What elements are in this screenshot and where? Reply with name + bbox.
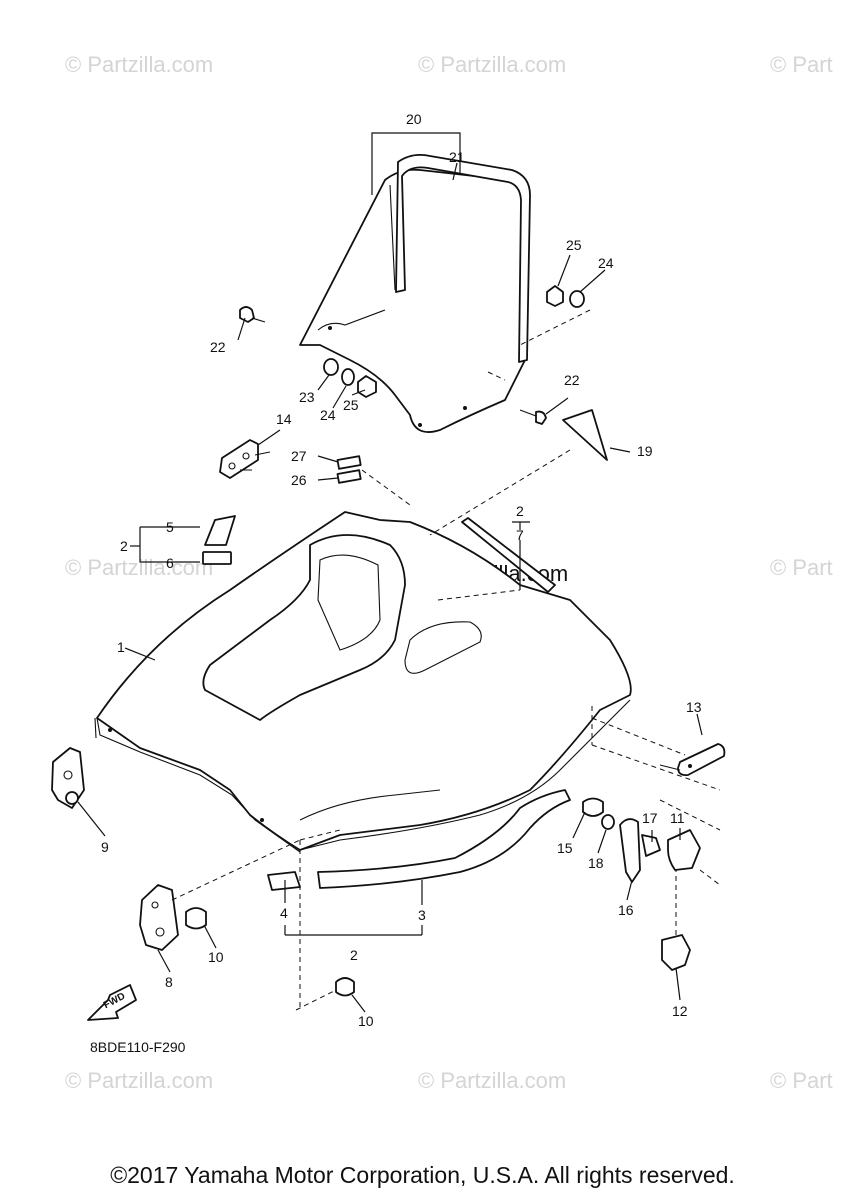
callout-24: 24 bbox=[598, 255, 614, 271]
watermark: © Partzilla.com bbox=[418, 1068, 566, 1093]
hood-part bbox=[94, 511, 632, 853]
strip-7-part bbox=[461, 517, 556, 593]
callout-19: 19 bbox=[637, 443, 653, 459]
callout-8: 8 bbox=[165, 974, 173, 990]
callout-12: 12 bbox=[672, 1003, 688, 1019]
callout-6: 6 bbox=[166, 555, 174, 571]
callout-2: 2 bbox=[120, 538, 128, 554]
hinge-parts bbox=[582, 743, 726, 971]
callout-13: 13 bbox=[686, 699, 702, 715]
callout-22: 22 bbox=[210, 339, 226, 355]
callout-14: 14 bbox=[276, 411, 292, 427]
diagram-code: 8BDE110-F290 bbox=[90, 1039, 186, 1055]
callout-25: 25 bbox=[343, 397, 359, 413]
watermark: © Part bbox=[770, 1068, 833, 1093]
callout-20: 20 bbox=[406, 111, 422, 127]
labels-26-27-part bbox=[336, 455, 362, 484]
sticker-19-part bbox=[562, 409, 608, 461]
trim-strip-part bbox=[267, 789, 571, 891]
callout-21: 21 bbox=[449, 149, 465, 165]
callout-18: 18 bbox=[588, 855, 604, 871]
callout-26: 26 bbox=[291, 472, 307, 488]
watermark: © Partzilla.com bbox=[65, 52, 213, 77]
watermark: © Partzilla.com bbox=[418, 52, 566, 77]
windshield-part bbox=[299, 153, 531, 433]
callout-3: 3 bbox=[418, 907, 426, 923]
leader-lines bbox=[77, 132, 721, 1013]
callout-24: 24 bbox=[320, 407, 336, 423]
watermark: © Part bbox=[770, 52, 833, 77]
watermark: © Partzilla.com bbox=[65, 1068, 213, 1093]
callout-2: 2 bbox=[516, 503, 524, 519]
callout-25: 25 bbox=[566, 237, 582, 253]
callout-4: 4 bbox=[280, 905, 288, 921]
callout-11: 11 bbox=[670, 810, 685, 826]
callout-22: 22 bbox=[564, 372, 580, 388]
callout-9: 9 bbox=[101, 839, 109, 855]
callout-17: 17 bbox=[642, 810, 658, 826]
fasteners-part bbox=[323, 285, 585, 398]
callout-5: 5 bbox=[166, 519, 174, 535]
callout-23: 23 bbox=[299, 389, 315, 405]
bracket-14-part bbox=[219, 439, 271, 479]
grommets-10-part bbox=[185, 907, 355, 997]
pads-part bbox=[202, 515, 236, 565]
callout-10: 10 bbox=[358, 1013, 374, 1029]
callouts: 1 2 2 2 3 4 5 6 7 8 9 10 10 11 12 13 14 … bbox=[101, 111, 702, 1029]
watermark: © Part bbox=[770, 555, 833, 580]
callout-1: 1 bbox=[117, 639, 125, 655]
callout-15: 15 bbox=[557, 840, 573, 856]
callout-27: 27 bbox=[291, 448, 307, 464]
callout-16: 16 bbox=[618, 902, 634, 918]
copyright-notice: ©2017 Yamaha Motor Corporation, U.S.A. A… bbox=[110, 1162, 735, 1188]
latch-9-part bbox=[51, 747, 85, 809]
callout-10: 10 bbox=[208, 949, 224, 965]
callout-2: 2 bbox=[350, 947, 358, 963]
latch-8-part bbox=[139, 884, 179, 951]
bolts-22-part bbox=[239, 306, 547, 425]
callout-7: 7 bbox=[516, 527, 524, 543]
watermark: © Partzilla.com bbox=[65, 555, 213, 580]
fwd-arrow: FWD bbox=[87, 984, 137, 1021]
